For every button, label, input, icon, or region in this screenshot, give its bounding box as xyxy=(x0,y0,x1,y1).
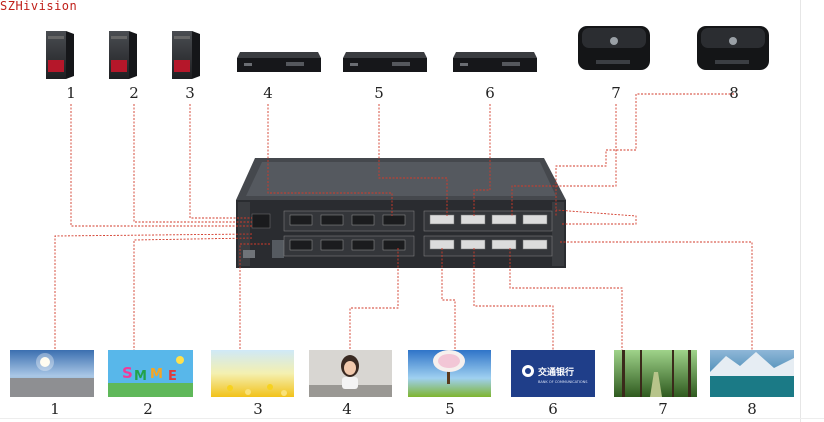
cable-lines xyxy=(54,93,753,352)
cable-line-11 xyxy=(133,237,253,352)
cable-line-1 xyxy=(70,104,252,227)
dvd-player-icon xyxy=(237,52,321,72)
port-connector xyxy=(423,210,553,232)
bottom-border xyxy=(0,418,824,419)
cable-line-8 xyxy=(555,93,734,216)
display-label-2: 2 xyxy=(143,400,153,418)
dvd-player-icon xyxy=(343,52,427,72)
cable-line-10 xyxy=(54,233,253,352)
source-label-4: 4 xyxy=(263,84,273,102)
port-connector xyxy=(491,239,517,250)
cable-line-16 xyxy=(509,248,623,352)
display-label-8: 8 xyxy=(747,400,757,418)
screen-forest-icon xyxy=(614,350,697,397)
cable-line-7 xyxy=(511,104,617,216)
source-label-1: 1 xyxy=(66,84,76,102)
svg-text:S: S xyxy=(122,364,133,382)
port-connector xyxy=(522,239,548,250)
pc-tower-icon xyxy=(172,31,200,79)
port-connector xyxy=(351,239,375,251)
watermark: SZHivision xyxy=(0,0,78,13)
port-connector xyxy=(460,239,486,250)
pc-tower-icon xyxy=(46,31,74,79)
svg-text:M: M xyxy=(134,369,147,384)
cable-line-9 xyxy=(555,209,637,225)
port-connector xyxy=(429,214,455,225)
cable-line-6 xyxy=(473,104,491,216)
port-connector xyxy=(522,214,548,225)
port-connector xyxy=(289,239,313,251)
port-connector xyxy=(491,214,517,225)
display-label-6: 6 xyxy=(548,400,558,418)
source-label-3: 3 xyxy=(185,84,195,102)
screen-colorful-icon: S M M E xyxy=(108,350,193,397)
source-label-2: 2 xyxy=(129,84,139,102)
bank-logo-text: 交通银行 xyxy=(538,366,574,378)
port-connector xyxy=(382,239,406,251)
screen-lake-icon xyxy=(710,350,794,397)
port-connector xyxy=(460,214,486,225)
display-label-5: 5 xyxy=(445,400,455,418)
display-label-4: 4 xyxy=(342,400,352,418)
cable-line-12 xyxy=(239,243,270,352)
source-label-8: 8 xyxy=(729,84,739,102)
port-connector xyxy=(351,214,375,226)
display-label-3: 3 xyxy=(253,400,263,418)
cable-line-14 xyxy=(441,248,456,352)
source-label-6: 6 xyxy=(485,84,495,102)
cable-line-4 xyxy=(267,104,393,216)
source-label-7: 7 xyxy=(611,84,621,102)
svg-text:M: M xyxy=(150,367,163,382)
port-connector xyxy=(283,210,415,232)
screen-bank-logo-icon: 交通银行 BANK OF COMMUNICATIONS xyxy=(511,350,595,397)
port-connector xyxy=(320,214,344,226)
port-connector xyxy=(382,214,406,226)
port-connector xyxy=(429,239,455,250)
cable-line-5 xyxy=(378,104,448,216)
svg-text:E: E xyxy=(168,369,177,384)
port-connector xyxy=(283,235,415,257)
display-label-7: 7 xyxy=(658,400,668,418)
source-label-5: 5 xyxy=(374,84,384,102)
screen-tree-icon xyxy=(408,350,491,397)
cable-line-17 xyxy=(560,241,753,352)
port-connector xyxy=(423,235,553,257)
cable-line-3 xyxy=(189,104,252,219)
dvd-player-icon xyxy=(453,52,537,72)
port-connector xyxy=(289,214,313,226)
media-box-icon xyxy=(578,26,650,70)
bank-logo-subtext: BANK OF COMMUNICATIONS xyxy=(538,380,588,384)
cable-line-15 xyxy=(473,248,554,352)
switcher-ports xyxy=(283,210,553,257)
screen-flowers-icon xyxy=(211,350,294,397)
port-connector xyxy=(320,239,344,251)
right-border xyxy=(800,0,801,422)
screen-portrait-icon xyxy=(309,350,392,397)
pc-tower-icon xyxy=(109,31,137,79)
display-label-1: 1 xyxy=(50,400,60,418)
media-box-icon xyxy=(697,26,769,70)
screen-sunrise-icon xyxy=(10,350,94,397)
cable-line-13 xyxy=(349,248,399,352)
cable-line-2 xyxy=(133,104,252,223)
